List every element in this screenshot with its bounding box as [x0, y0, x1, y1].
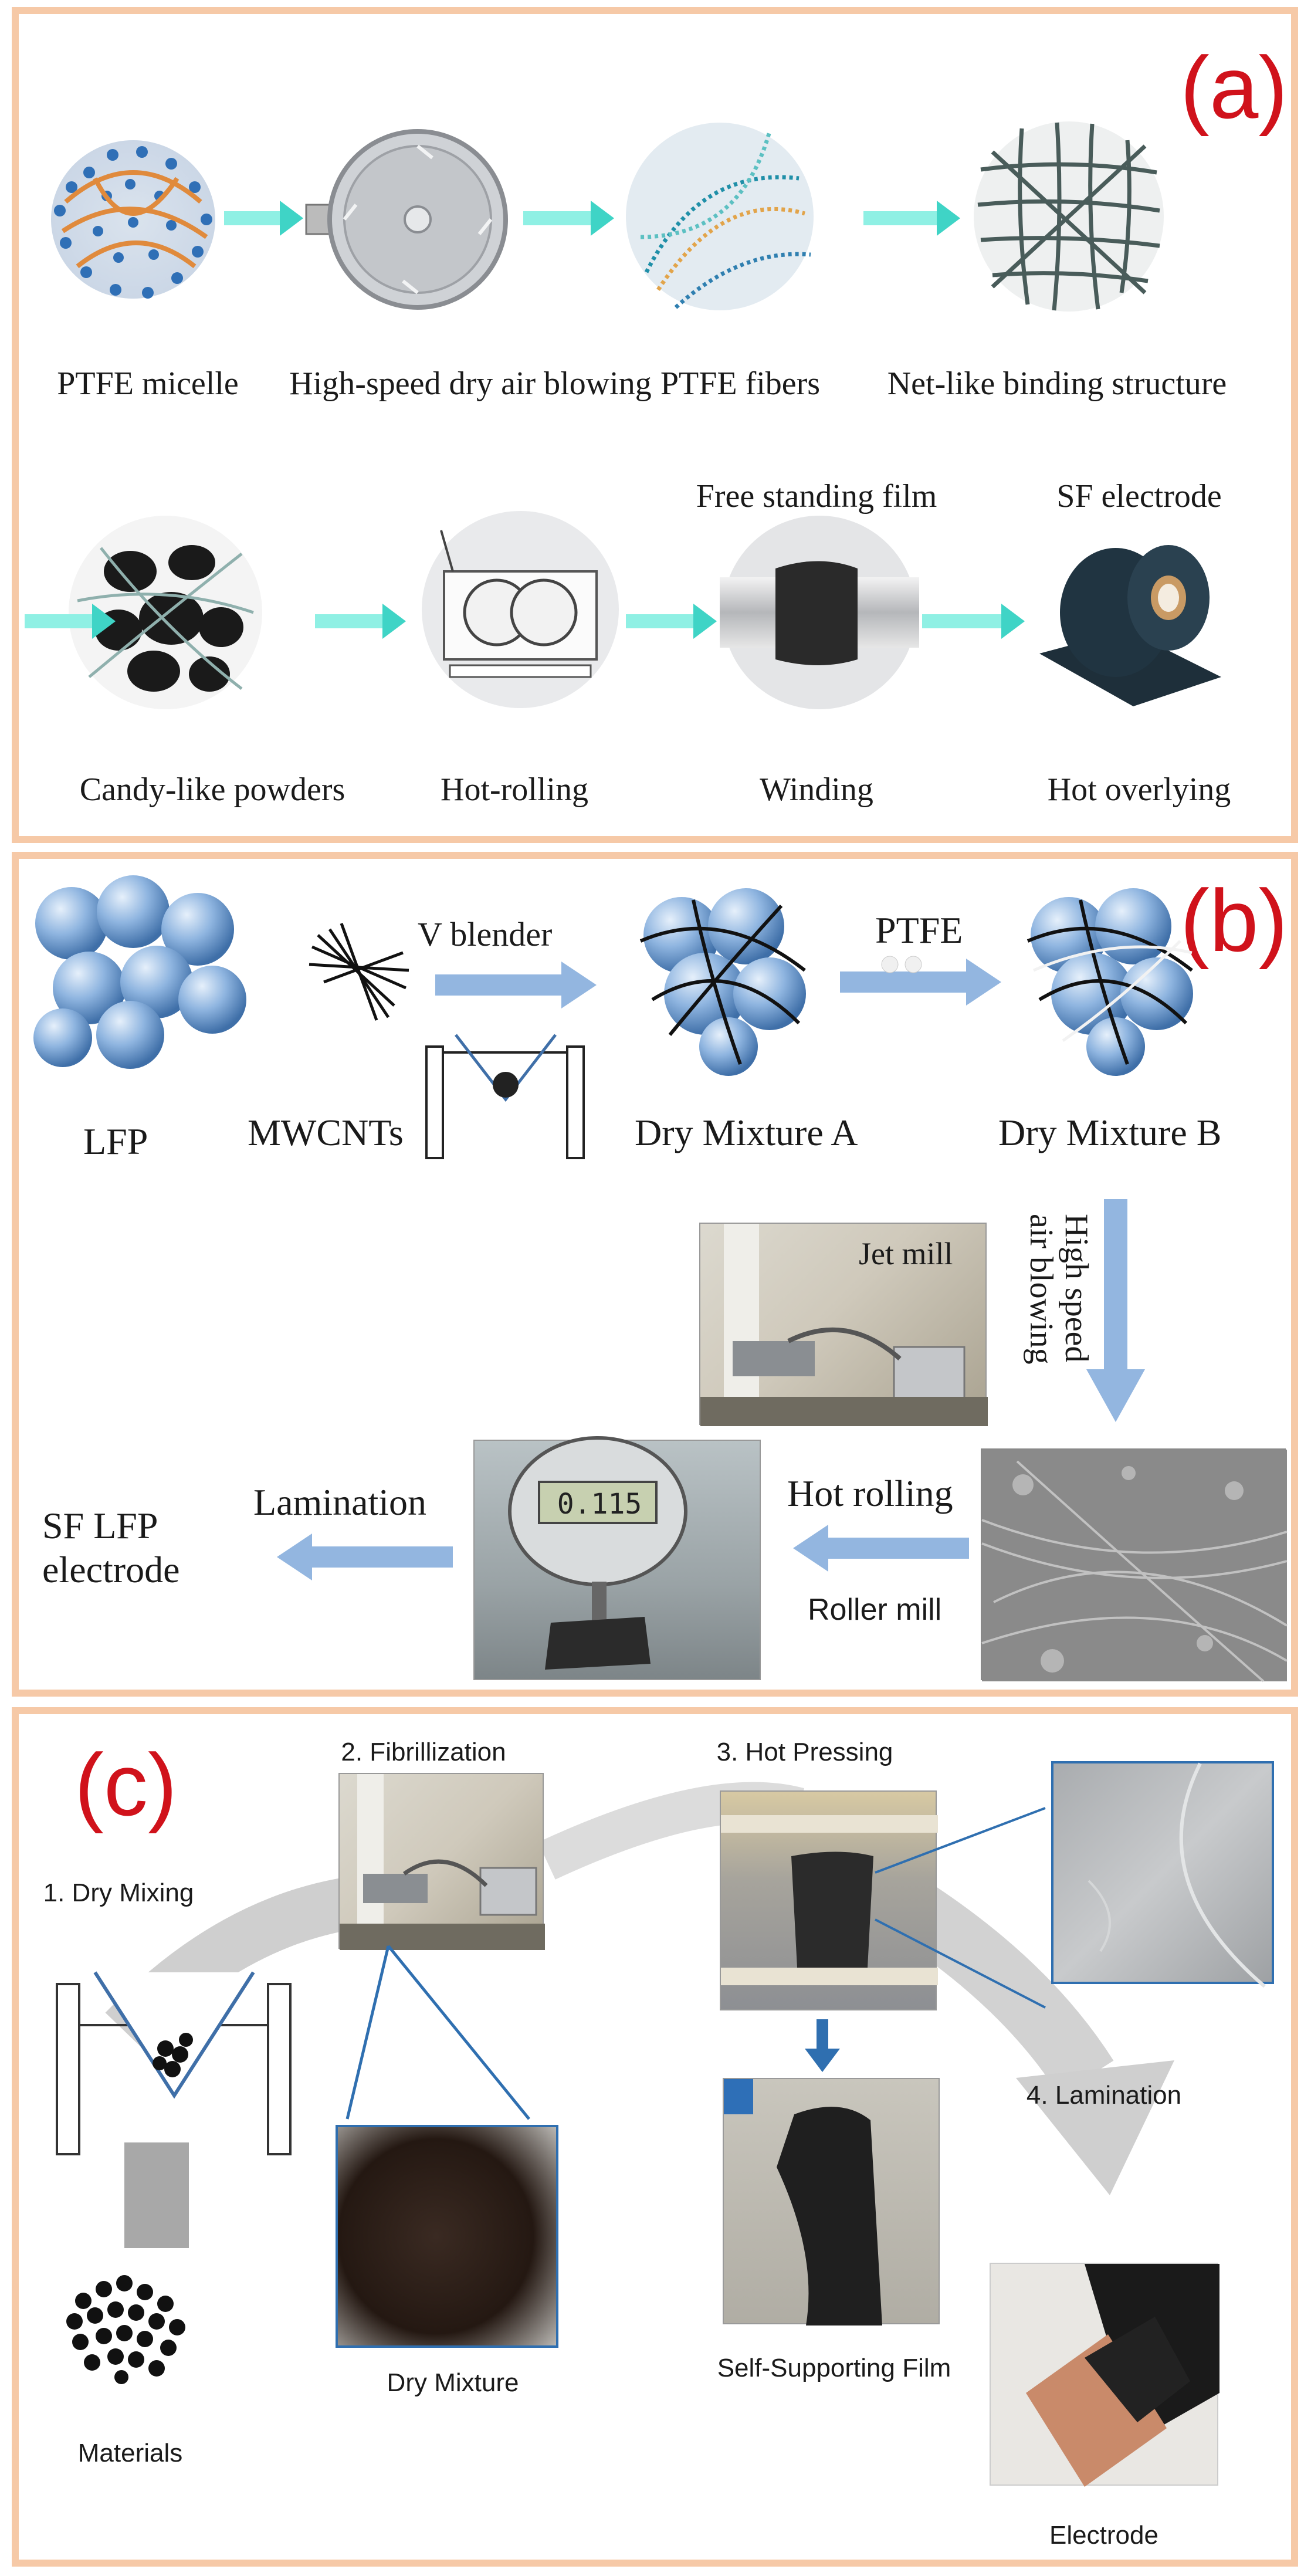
- gray-arrow-down: [124, 2142, 189, 2248]
- arrow-ptfe: [840, 956, 1001, 1006]
- caption-hot-overlying: Hot overlying: [1047, 771, 1231, 808]
- thickness-gauge-photo: 0.115: [473, 1436, 761, 1680]
- arrow-a7: [922, 604, 1025, 639]
- label-air-blowing: air blowing: [1023, 1214, 1059, 1365]
- arrow-down-jet-mill: [1086, 1199, 1145, 1422]
- label-sf-lfp-1: SF LFP: [42, 1505, 158, 1546]
- caption-electrode: Electrode: [1049, 2521, 1158, 2550]
- fibrillization-photo: [338, 1773, 545, 1950]
- electrode-photo: [990, 2263, 1219, 2487]
- panel-c: (c) 1. Dry Mixing Materials 2. Fibrilliz…: [12, 1707, 1298, 2567]
- arrow-a2: [523, 201, 614, 236]
- net-like-structure-illustration: [974, 121, 1164, 312]
- caption-ptfe-fibers: PTFE fibers: [660, 365, 821, 402]
- label-ptfe: PTFE: [875, 909, 963, 951]
- lfp-spheres-illustration: [33, 875, 246, 1069]
- dry-mixture-b-illustration: [1027, 888, 1193, 1076]
- dry-mixture-a-illustration: [639, 888, 806, 1076]
- panel-c-label: (c): [74, 1735, 177, 1834]
- air-blower-illustration: [305, 129, 508, 310]
- label-v-blender: V blender: [418, 915, 553, 953]
- materials-illustration: [66, 2275, 185, 2384]
- jet-mill-photo: Jet mill: [699, 1223, 988, 1426]
- v-blender-illustration: [425, 1034, 585, 1159]
- step-3-label: 3. Hot Pressing: [716, 1738, 893, 1766]
- caption-hot-rolling: Hot-rolling: [441, 771, 588, 808]
- gauge-reading: 0.115: [557, 1488, 642, 1521]
- arrow-a6: [626, 604, 717, 639]
- callout-lines-dry-mixture: [345, 1945, 530, 2120]
- caption-sf-electrode: SF electrode: [1056, 478, 1222, 514]
- arrow-a4: [25, 604, 116, 639]
- caption-air-blowing: High-speed dry air blowing: [289, 365, 652, 402]
- panel-a: (a) P: [12, 7, 1298, 843]
- caption-materials: Materials: [77, 2439, 183, 2467]
- step-1-label: 1. Dry Mixing: [43, 1878, 194, 1907]
- mwcnts-illustration: [309, 923, 409, 1021]
- arrow-lamination: [277, 1534, 453, 1580]
- label-mwcnts: MWCNTs: [248, 1112, 404, 1153]
- v-blender-step1-illustration: [56, 1971, 292, 2155]
- dry-mixture-photo: [336, 2125, 558, 2348]
- sem-film-image: [1051, 1761, 1274, 1988]
- caption-candy-powders: Candy-like powders: [79, 771, 345, 808]
- label-roller-mill: Roller mill: [808, 1593, 942, 1627]
- arrow-down-film: [805, 2019, 840, 2072]
- label-high-speed: High speed: [1058, 1214, 1095, 1363]
- hot-rolling-illustration: [422, 511, 619, 708]
- label-dry-mixture-b: Dry Mixture B: [998, 1112, 1222, 1153]
- caption-free-standing-film: Free standing film: [696, 478, 937, 514]
- sf-electrode-illustration: [1039, 545, 1221, 706]
- sem-fibers-image: [981, 1448, 1288, 1683]
- caption-ptfe-micelle: PTFE micelle: [57, 365, 239, 402]
- arrow-hot-rolling: [793, 1525, 969, 1572]
- panel-b: (b) LFP MWCNTs V blender Dry Mixture A P…: [12, 852, 1298, 1697]
- label-jet-mill: Jet mill: [859, 1236, 953, 1271]
- caption-winding: Winding: [760, 771, 873, 808]
- hot-pressing-photo: [720, 1790, 938, 2010]
- self-supporting-film-photo: [723, 2078, 940, 2325]
- callout-lines-sem: [875, 1807, 1046, 2009]
- arrow-a1: [224, 201, 303, 236]
- label-hot-rolling: Hot rolling: [787, 1473, 953, 1514]
- winding-illustration: [720, 516, 919, 709]
- label-dry-mixture-a: Dry Mixture A: [635, 1112, 858, 1153]
- label-sf-lfp-2: electrode: [42, 1549, 180, 1590]
- caption-dry-mixture: Dry Mixture: [387, 2368, 519, 2397]
- candy-powder-illustration: [69, 516, 262, 709]
- ptfe-micelle-illustration: [51, 140, 215, 299]
- ptfe-fibers-illustration: [626, 123, 814, 310]
- label-lamination: Lamination: [253, 1481, 427, 1523]
- panel-a-label: (a): [1180, 38, 1288, 137]
- panel-b-label: (b): [1180, 871, 1288, 970]
- step-4-label: 4. Lamination: [1026, 2081, 1182, 2110]
- label-lfp: LFP: [83, 1121, 148, 1162]
- arrow-a3: [863, 201, 960, 236]
- arrow-a5: [315, 604, 406, 639]
- caption-net-like: Net-like binding structure: [887, 365, 1227, 402]
- caption-self-supporting-film: Self-Supporting Film: [717, 2354, 951, 2382]
- arrow-v-blender: [435, 962, 597, 1008]
- step-2-label: 2. Fibrillization: [341, 1738, 506, 1766]
